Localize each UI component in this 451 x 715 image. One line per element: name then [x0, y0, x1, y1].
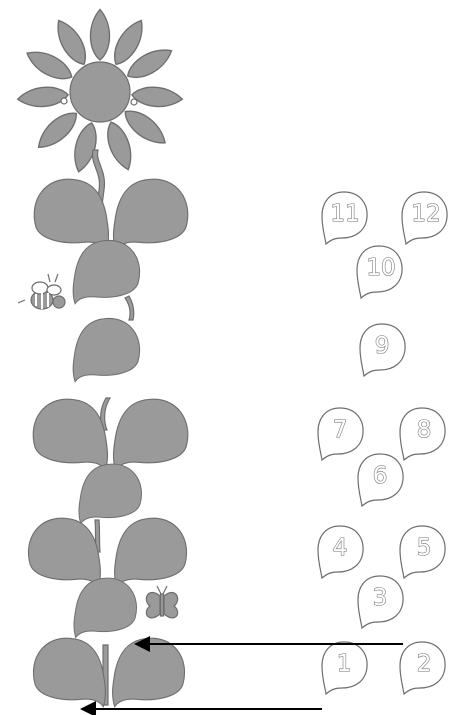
leaf-number: 7 — [333, 417, 348, 443]
leaf-piece — [33, 638, 105, 706]
template-leaf-8: 8 — [400, 408, 445, 460]
leaf-piece — [33, 399, 107, 470]
template-leaf-2: 2 — [400, 642, 445, 694]
leaf-number: 11 — [330, 201, 359, 227]
leaf-piece — [73, 240, 139, 303]
leaf-number: 10 — [366, 255, 395, 281]
leaf-piece — [73, 318, 139, 381]
leaf-piece — [115, 518, 187, 586]
leaf-number: 8 — [417, 417, 432, 443]
leaf-piece — [34, 179, 108, 250]
leaf-number: 2 — [417, 651, 432, 677]
bee-icon — [18, 274, 65, 309]
template-leaf-1: 1 — [322, 642, 367, 694]
leaf-number: 1 — [337, 651, 352, 677]
flower-center — [70, 62, 130, 122]
leaf-piece — [79, 464, 142, 524]
leaf-number: 5 — [417, 535, 432, 561]
numbered-leaf-template: 11 12 10 9 7 8 6 — [318, 192, 447, 694]
template-leaf-4: 4 — [318, 526, 363, 578]
leaf-number: 3 — [373, 585, 388, 611]
leaf-piece — [114, 179, 188, 250]
butterfly-icon — [146, 586, 177, 618]
leaf-number: 6 — [373, 463, 388, 489]
template-leaf-11: 11 — [322, 192, 367, 244]
flower-hole-right — [131, 99, 137, 105]
template-leaf-6: 6 — [358, 454, 403, 506]
template-leaf-12: 12 — [402, 192, 447, 244]
cutout-pieces — [17, 9, 188, 706]
leaf-number: 9 — [375, 333, 390, 359]
leaf-piece — [74, 578, 137, 638]
template-leaf-7: 7 — [318, 408, 363, 460]
leaf-piece — [28, 518, 100, 586]
template-leaf-9: 9 — [360, 324, 405, 376]
flower-hole-left — [61, 98, 67, 104]
sunflower-head — [17, 9, 183, 174]
leaf-piece — [114, 399, 188, 470]
template-leaf-10: 10 — [357, 246, 402, 298]
stem-piece-short — [125, 296, 134, 320]
leaf-number: 4 — [333, 535, 348, 561]
template-leaf-3: 3 — [358, 576, 403, 628]
template-leaf-5: 5 — [400, 526, 445, 578]
leaf-number: 12 — [411, 201, 440, 227]
